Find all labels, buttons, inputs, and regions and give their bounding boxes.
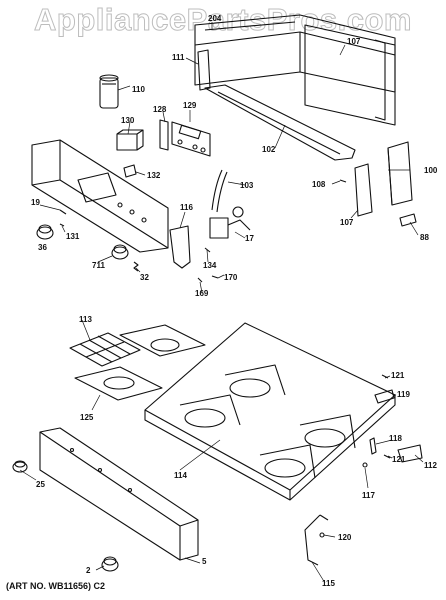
callout-129: 129 — [183, 101, 197, 110]
knob-2 — [101, 556, 119, 572]
callout-103: 103 — [240, 181, 254, 190]
knob-36 — [36, 224, 54, 240]
clock-bezel-129 — [171, 121, 211, 157]
callout-128: 128 — [153, 105, 167, 114]
callout-102: 102 — [262, 145, 276, 154]
callout-113: 113 — [79, 315, 92, 324]
screw-131-19 — [59, 209, 67, 227]
front-panel-5 — [39, 427, 199, 561]
callout-130: 130 — [121, 116, 135, 125]
callout-111: 111 — [172, 53, 185, 62]
leader-lines — [19, 22, 424, 584]
callout-36: 36 — [38, 243, 47, 252]
screw-108 — [339, 179, 347, 183]
callout-121: 121 — [391, 371, 405, 380]
callout-117: 117 — [362, 491, 375, 500]
tube-103 — [211, 169, 228, 213]
knob-110 — [99, 74, 119, 109]
callout-107: 107 — [347, 37, 361, 46]
handle-116 — [169, 225, 191, 269]
callout-131: 131 — [66, 232, 80, 241]
callout-132: 132 — [147, 171, 161, 180]
switch-130 — [116, 129, 144, 151]
knob-711 — [111, 244, 129, 260]
end-cap-111 — [197, 49, 211, 91]
callout-204: 204 — [208, 14, 222, 23]
callout-118: 118 — [389, 434, 402, 443]
callout-170: 170 — [224, 273, 238, 282]
callout-32: 32 — [140, 273, 149, 282]
callout-121: 121 — [392, 455, 406, 464]
callout-119: 119 — [397, 390, 410, 399]
callout-2: 2 — [86, 566, 91, 575]
clip-132 — [123, 164, 137, 178]
screws-134-170-169 — [197, 247, 219, 283]
callout-112: 112 — [424, 461, 437, 470]
backsplash-top-panel — [194, 14, 396, 93]
bracket-128 — [159, 119, 169, 151]
watermark: AppliancePartsPros.com — [34, 2, 412, 38]
callout-116: 116 — [180, 203, 193, 212]
control-panel — [31, 139, 169, 253]
callout-5: 5 — [202, 557, 207, 566]
drip-pan-125 — [74, 366, 163, 401]
callout-108: 108 — [312, 180, 326, 189]
backsplash-rear-panel-107 — [304, 24, 396, 126]
side-bracket-107-right — [354, 163, 373, 217]
callout-labels: 204 107 111 110 128 129 130 132 102 103 … — [31, 14, 438, 588]
callout-134: 134 — [203, 261, 217, 270]
trim-102 — [204, 84, 356, 161]
grate-113 — [69, 332, 141, 367]
callout-115: 115 — [322, 579, 335, 588]
cooktop-main-top — [144, 322, 396, 501]
callout-114: 114 — [174, 471, 187, 480]
callout-17: 17 — [245, 234, 254, 243]
callout-107: 107 — [340, 218, 354, 227]
valve-17 — [209, 206, 251, 239]
clip-112 — [397, 444, 423, 463]
knob-25 — [12, 460, 28, 473]
callout-711: 711 — [92, 261, 105, 270]
rod-115 — [304, 514, 329, 566]
callout-125: 125 — [80, 413, 94, 422]
pin-118 — [369, 437, 377, 455]
callout-169: 169 — [195, 289, 209, 298]
callout-100: 100 — [424, 166, 438, 175]
callout-110: 110 — [132, 85, 145, 94]
callout-88: 88 — [420, 233, 429, 242]
hinge-119 — [374, 389, 395, 404]
callout-25: 25 — [36, 480, 45, 489]
callout-19: 19 — [31, 198, 40, 207]
spring-32 — [133, 261, 139, 272]
side-bracket-100 — [387, 141, 413, 206]
callout-120: 120 — [338, 533, 352, 542]
art-number: (ART NO. WB11656) C2 — [6, 581, 106, 591]
drip-pan-upper — [119, 324, 206, 357]
spacer-88 — [399, 213, 417, 227]
screw-121 — [381, 374, 391, 459]
screw-117 — [362, 462, 368, 468]
